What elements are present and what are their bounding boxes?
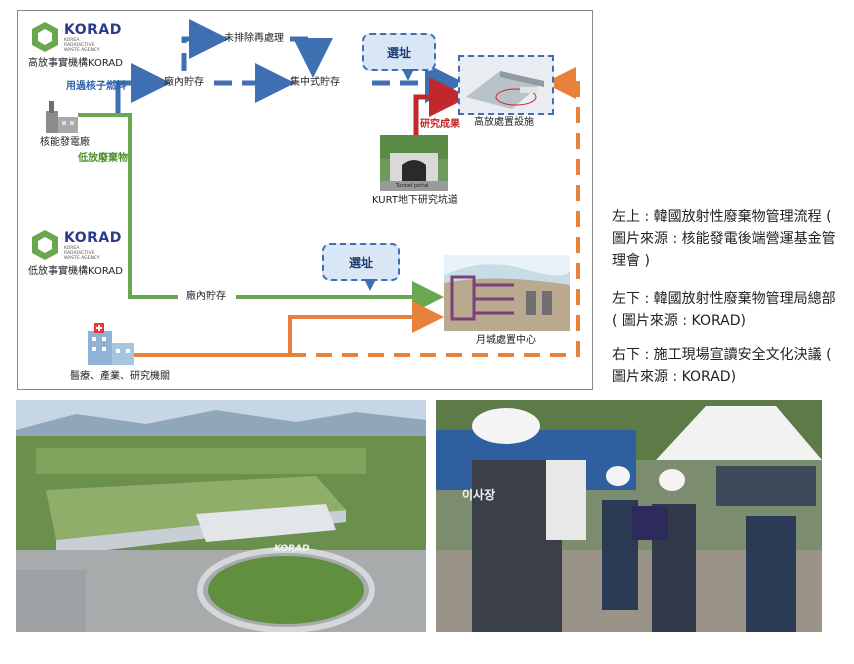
headquarters-sign: KORAD (274, 544, 310, 554)
medical-label: 醫療、產業、研究機關 (70, 371, 170, 382)
caption-bottom-right: 右下 : 施工現場宣讀安全文化決議 ( 圖片來源 : KORAD) (612, 347, 832, 385)
vest-label: 이사장 (462, 488, 496, 502)
tunnel-portal-label: Tunnel portal (396, 183, 429, 189)
korad-low-label: 低放事實機構KORAD (28, 266, 123, 277)
headquarters-aerial-illustration (16, 400, 426, 632)
nuclear-plant-icon (46, 101, 78, 133)
wolsong-cross-section-illustration (444, 264, 570, 331)
korad-headquarters-photo: KORAD (16, 400, 426, 632)
caption-bottom-left: 左下 : 韓國放射性廢棄物管理局總部 ( 圖片來源 : KORAD) (612, 291, 836, 329)
disposal-facility-illustration (466, 71, 544, 109)
site-select-bubble-1: 選址 (362, 33, 436, 81)
kurt-tunnel-photo (380, 135, 448, 191)
arrow-low-waste-path (78, 113, 178, 299)
safety-culture-pledge-photo: 이사장 (436, 400, 822, 632)
nuclear-plant-label: 核能發電廠 (40, 137, 90, 148)
site-select-bubble-2: 選址 (322, 243, 400, 291)
high-disposal-label: 高放處置設施 (474, 117, 534, 128)
pledge-ceremony-illustration (436, 400, 822, 632)
wolsong-disposal-image (444, 255, 570, 331)
wolsong-label: 月城處置中心 (476, 335, 536, 346)
arrow-unreprocessed-to-central (290, 36, 333, 78)
arrow-storage-to-unreprocessed (181, 19, 229, 71)
onsite-storage-2-label: 廠內貯存 (186, 291, 226, 302)
arrow-research-to-disposal (413, 77, 469, 135)
kurt-label: KURT地下研究坑道 (372, 195, 458, 206)
medical-building-icon (88, 323, 134, 365)
flow-arrows (78, 19, 580, 357)
waste-management-flow-diagram: KORAD KOREA RADIOACTIVE WASTE AGENCY 高放事… (17, 10, 593, 390)
korad-low-logo: KORAD KOREA RADIOACTIVE WASTE AGENCY 低放事… (28, 230, 123, 277)
caption-top-left: 左上 : 韓國放射性廢棄物管理流程 ( 圖片來源 : 核能發電後端營運基金管理會… (612, 209, 836, 269)
spent-fuel-label: 用過核子燃料 (66, 81, 126, 92)
korad-hex-icon (32, 22, 58, 52)
tunnel-portal-illustration (380, 135, 448, 191)
korad-hex-icon (32, 230, 58, 260)
onsite-storage-1-label: 廠內貯存 (164, 77, 204, 88)
arrow-medical-to-wolsong (134, 301, 444, 357)
unreprocessed-label: 未排除再處理 (224, 33, 284, 44)
korad-high-logo: KORAD KOREA RADIOACTIVE WASTE AGENCY 高放事… (28, 22, 123, 69)
central-storage-label: 集中式貯存 (290, 77, 340, 88)
high-disposal-image (458, 55, 554, 115)
korad-high-label: 高放事實機構KORAD (28, 58, 123, 69)
research-result-label: 研究成果 (420, 119, 460, 130)
low-waste-label: 低放廢棄物 (78, 153, 128, 164)
arrow-medical-dashed-loop (290, 67, 580, 357)
arrow-plant-to-storage (115, 63, 171, 113)
